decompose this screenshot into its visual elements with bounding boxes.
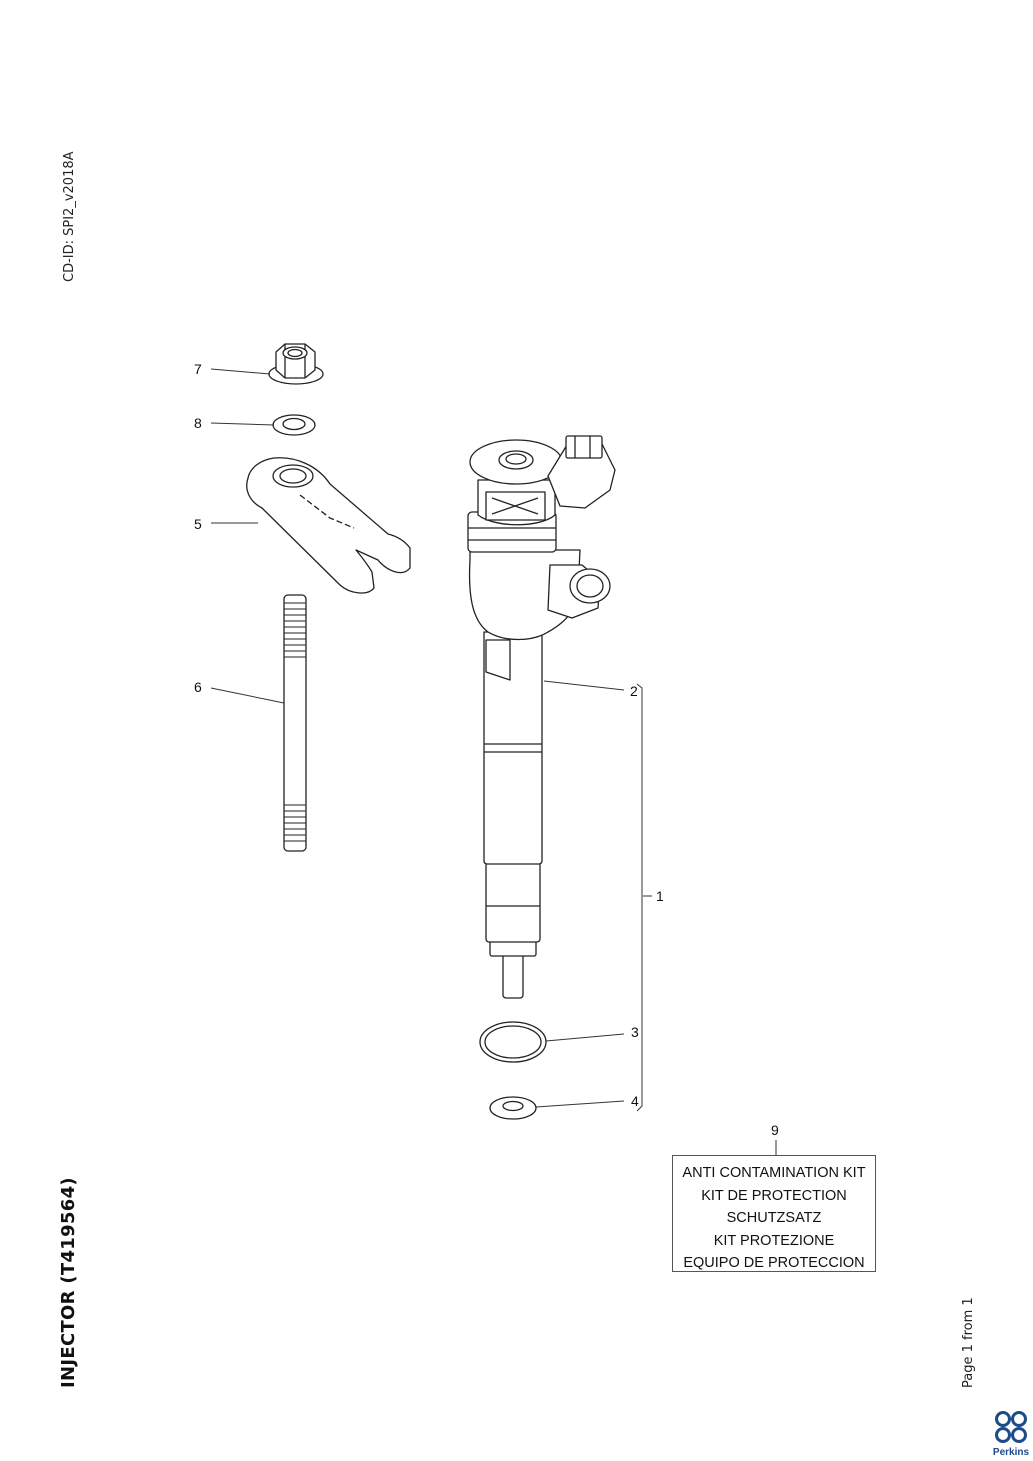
brand-name: Perkins — [992, 1447, 1030, 1458]
callout-5: 5 — [194, 516, 202, 532]
callout-1: 1 — [656, 888, 664, 904]
part-7-nut — [268, 343, 324, 385]
kit-line-de: SCHUTZSATZ — [726, 1210, 822, 1226]
part-2-injector — [467, 435, 616, 999]
callout-8: 8 — [194, 415, 202, 431]
kit-line-es: EQUIPO DE PROTECCION — [683, 1255, 865, 1271]
callout-4: 4 — [631, 1093, 639, 1109]
part-6-stud — [283, 594, 307, 852]
part-5-clamp — [246, 457, 411, 594]
part-4-seal-washer — [489, 1096, 537, 1120]
perkins-logo: Perkins — [989, 1410, 1033, 1460]
leader-lines — [210, 368, 777, 1155]
callout-7: 7 — [194, 361, 202, 377]
callout-3: 3 — [631, 1024, 639, 1040]
kit-line-it: KIT PROTEZIONE — [713, 1232, 835, 1249]
perkins-logo-icon — [995, 1411, 1027, 1443]
part-3-o-ring — [479, 1021, 547, 1063]
callout-6: 6 — [194, 679, 202, 695]
anti-contamination-kit-box: ANTI CONTAMINATION KIT KIT DE PROTECTION… — [672, 1155, 876, 1272]
part-8-washer — [272, 414, 316, 436]
callout-2: 2 — [630, 683, 638, 699]
kit-line-fr: KIT DE PROTECTION — [701, 1187, 847, 1204]
callout-9: 9 — [771, 1122, 779, 1138]
kit-line-en: ANTI CONTAMINATION KIT — [682, 1165, 866, 1181]
